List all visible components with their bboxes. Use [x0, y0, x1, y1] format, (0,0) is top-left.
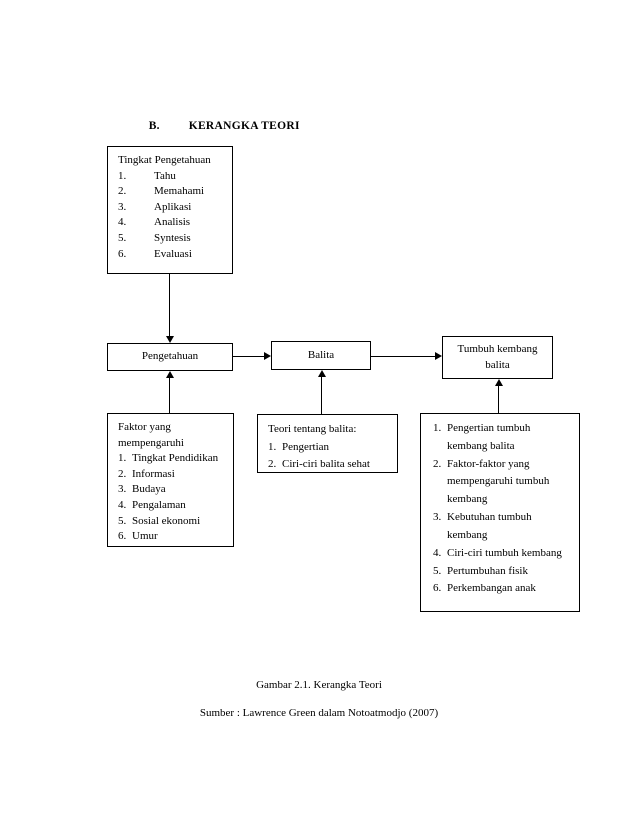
arrowhead-up-tumbuh-kembang [495, 379, 503, 386]
arrowhead-down-pengetahuan [166, 336, 174, 343]
list-item: 4. Pengalaman [118, 498, 225, 514]
list-item-number: 2. [118, 467, 127, 480]
list-item-label: Pengalaman [132, 499, 186, 512]
box-title-line2: mempengaruhi [118, 436, 184, 449]
connector-pengetahuan-to-balita [233, 356, 264, 357]
list-item: 4. Ciri-ciri tumbuh kembang [433, 545, 571, 563]
list-item-number: 3. [433, 511, 442, 524]
list-item-continuation: kembang balita [447, 439, 515, 452]
arrowhead-up-balita [318, 370, 326, 377]
list-item: 2. Memahami [118, 184, 224, 200]
list-item-number: 5. [433, 564, 442, 577]
list-item-label: Aplikasi [154, 200, 192, 213]
source-caption: Sumber : Lawrence Green dalam Notoatmodj… [199, 707, 439, 719]
connector-balita-to-tumbuh-kembang [371, 356, 435, 357]
list-item-label: Budaya [132, 483, 166, 496]
list-item: 2. Informasi [118, 467, 225, 483]
box-title: Tingkat Pengetahuan [118, 154, 211, 166]
box-label-line1: Tumbuh kembang [457, 342, 538, 355]
list-item: 3. Budaya [118, 482, 225, 498]
box-title: Teori tentang balita: [268, 423, 357, 435]
list-item-label: Tahu [154, 169, 176, 182]
list-item-number: 4. [118, 216, 127, 229]
list-item-number: 1. [268, 440, 277, 453]
list-item-label: Analisis [154, 216, 191, 229]
list-item-number: 6. [433, 582, 442, 595]
arrowhead-right-balita [264, 352, 271, 360]
list-item-number: 1. [433, 422, 442, 434]
connector-list-to-tumbuh-kembang [498, 386, 499, 413]
list-item: 6. Perkembangan anak [433, 580, 571, 598]
list-item-number: 6. [118, 247, 127, 260]
section-heading: B. KERANGKA TEORI [136, 108, 300, 144]
connector-teori-to-balita [321, 377, 322, 414]
list-item: 5. Syntesis [118, 231, 224, 247]
list-item: 5. Sosial ekonomi [118, 514, 225, 530]
list-item-label: Sosial ekonomi [132, 514, 201, 527]
list-item: 6. Umur [118, 529, 225, 545]
figure-caption: Gambar 2.1. Kerangka Teori [256, 679, 382, 691]
list-item-number: 1. [118, 452, 127, 465]
list-item: 3. Aplikasi [118, 200, 224, 216]
list-item-label: Ciri-ciri balita sehat [282, 458, 370, 471]
list-item: 6. Evaluasi [118, 247, 224, 263]
list-item-number: 2. [433, 457, 442, 470]
list-item-label: Perkembangan anak [447, 582, 536, 595]
list-item-label: Kebutuhan tumbuh [447, 511, 532, 524]
box-tumbuh-kembang-balita: Tumbuh kembang balita [442, 336, 553, 379]
list-item-label: Ciri-ciri tumbuh kembang [447, 546, 562, 559]
list-item-number: 5. [118, 232, 127, 245]
list-item: 1. Pengertian [268, 439, 389, 457]
list-item-number: 4. [433, 546, 442, 559]
list-item-label: Informasi [132, 467, 175, 480]
box-label-line2: balita [485, 358, 510, 371]
box-balita: Balita [271, 341, 371, 370]
list-item: 1. Tingkat Pendidikan [118, 451, 225, 467]
box-tumbuh-kembang-detail: 1. Pengertian tumbuh kembang balita 2. F… [420, 413, 580, 612]
list-item-label: Syntesis [154, 232, 191, 245]
box-tingkat-pengetahuan: Tingkat Pengetahuan 1. Tahu 2. Memahami … [107, 146, 233, 274]
list-item-number: 2. [268, 458, 277, 471]
list-item-label: Tingkat Pendidikan [132, 452, 219, 465]
box-faktor-yang-mempengaruhi: Faktor yang mempengaruhi 1. Tingkat Pend… [107, 413, 234, 547]
list-item-number: 2. [118, 185, 127, 198]
section-letter: B. [148, 120, 160, 132]
list-item: 4. Analisis [118, 215, 224, 231]
list-item: 2. Faktor-faktor yang [433, 456, 571, 474]
list-item-continuation: kembang [447, 528, 488, 541]
list-item-label: Pertumbuhan fisik [447, 564, 528, 577]
arrowhead-right-tumbuh-kembang [435, 352, 442, 360]
list-item: 2. Ciri-ciri balita sehat [268, 456, 389, 474]
list-item: 5. Pertumbuhan fisik [433, 563, 571, 581]
list-item: 1. Tahu [118, 169, 224, 185]
list-item-label: Umur [132, 530, 158, 543]
box-pengetahuan: Pengetahuan [107, 343, 233, 371]
list-item-number: 4. [118, 499, 127, 512]
list-item: 3. Kebutuhan tumbuh [433, 509, 571, 527]
list-item-number: 6. [118, 530, 127, 543]
list-item-number: 3. [118, 200, 127, 213]
box-title-line1: Faktor yang [118, 421, 171, 433]
list-item-label: Pengertian tumbuh [447, 422, 531, 434]
list-item-label: Pengertian [282, 440, 330, 453]
list-item-label: Memahami [154, 185, 205, 198]
box-label: Pengetahuan [141, 350, 199, 363]
list-item-continuation: mempengaruhi tumbuh [447, 475, 550, 488]
list-item-number: 3. [118, 483, 127, 496]
arrowhead-up-pengetahuan [166, 371, 174, 378]
list-item-number: 5. [118, 514, 127, 527]
connector-tingkat-to-pengetahuan [169, 274, 170, 336]
list-item-label: Evaluasi [154, 247, 192, 260]
connector-faktor-to-pengetahuan [169, 378, 170, 413]
list-item-continuation: kembang [447, 493, 488, 506]
list-item-label: Faktor-faktor yang [447, 457, 530, 470]
box-label: Balita [307, 348, 335, 361]
list-item-number: 1. [118, 169, 127, 182]
section-title: KERANGKA TEORI [188, 120, 300, 132]
box-teori-tentang-balita: Teori tentang balita: 1. Pengertian 2. C… [257, 414, 398, 473]
list-item: 1. Pengertian tumbuh [433, 420, 571, 438]
